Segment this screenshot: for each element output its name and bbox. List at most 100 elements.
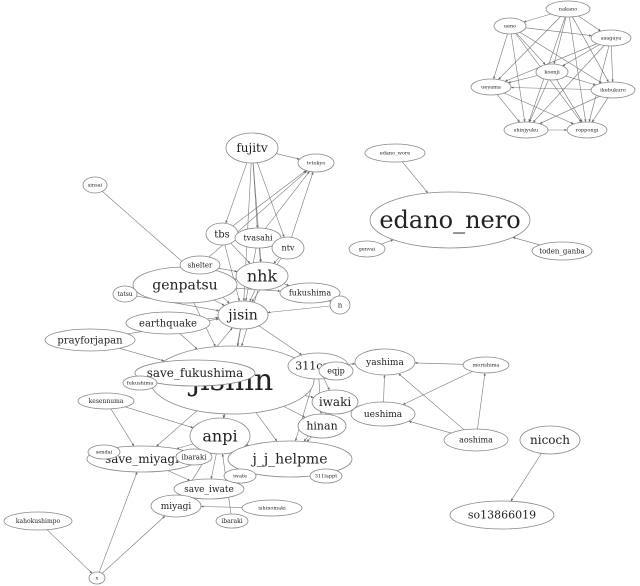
edge-asagaya-to-koenji xyxy=(562,44,600,67)
node-jisin[interactable]: jisin xyxy=(217,300,269,330)
node-morishima[interactable]: morishima xyxy=(462,356,510,374)
node-fukushima[interactable]: fukushima xyxy=(279,282,341,304)
node-ellipse xyxy=(279,282,341,304)
edge-earthquake-to-jishin xyxy=(179,333,198,350)
edge-jishin-to-hinan xyxy=(283,406,306,418)
edge-anpi-to-save_iwate xyxy=(210,453,217,480)
edge-bottom_node-to-miyagi xyxy=(101,515,166,574)
node-label: tbs xyxy=(214,229,230,240)
node-ellipse xyxy=(215,513,249,529)
node-ueyama[interactable]: ueyama xyxy=(470,78,512,96)
edge-anpi-to-save_miyagi xyxy=(176,443,194,450)
edge-tbs-to-nhk xyxy=(230,242,251,264)
node-ibaraki2[interactable]: ibaraki xyxy=(215,513,249,529)
edge-ishinomaki-to-miyagi xyxy=(200,505,243,508)
node-nicoch[interactable]: nicoch xyxy=(519,425,581,455)
node-label: tvtokyo xyxy=(307,161,326,167)
node-edano_nero[interactable]: edano_nero xyxy=(369,191,531,249)
node-ishinomaki[interactable]: ishinomaki xyxy=(241,499,303,517)
node-roppongi[interactable]: roppongi xyxy=(566,121,608,139)
node-label: morishima xyxy=(473,363,500,369)
node-bottom_node[interactable]: x xyxy=(88,571,106,585)
edge-tvasahi-to-tvtokyo xyxy=(265,171,310,229)
node-label: fukushima xyxy=(289,289,332,298)
node-label: anpi xyxy=(202,426,237,445)
node-nakano[interactable]: nakano xyxy=(545,0,591,18)
edge-genvai-to-edano_nero xyxy=(381,239,394,245)
node-anpi[interactable]: anpi xyxy=(189,417,251,455)
edge-kesennuma-to-save_miyagi xyxy=(110,408,135,447)
node-j_j_helpme[interactable]: j_j_helpme xyxy=(227,440,353,478)
node-save_iwate[interactable]: save_iwate xyxy=(173,478,245,500)
node-eqjp[interactable]: eqjp xyxy=(318,361,354,381)
node-sendai[interactable]: sendai xyxy=(87,444,121,460)
node-label: save_fukushima xyxy=(147,366,244,380)
node-fujitv[interactable]: fujitv xyxy=(225,132,279,164)
node-genpatsu[interactable]: genpatsu xyxy=(132,266,238,304)
node-ellipse xyxy=(271,236,305,260)
node-iwate[interactable]: iwate xyxy=(223,468,257,484)
edge-shelter-to-nhk xyxy=(218,268,238,273)
edge-aoshima-to-yashima xyxy=(398,373,465,431)
node-ellipse xyxy=(241,499,303,517)
node-311lapp[interactable]: 311lappt xyxy=(309,468,343,484)
node-ibaraki[interactable]: ibaraki xyxy=(175,448,213,466)
node-kesennuma[interactable]: kesennuma xyxy=(77,392,135,410)
node-ellipse xyxy=(179,255,221,275)
edge-ueno-to-koenji xyxy=(516,33,546,65)
node-label: miyagi xyxy=(161,502,192,512)
node-iwaki[interactable]: iwaki xyxy=(311,389,359,415)
edge-asagaya-to-akihabara xyxy=(611,45,614,83)
node-tbs[interactable]: tbs xyxy=(205,222,239,246)
node-ellipse xyxy=(134,359,256,387)
node-so13866019[interactable]: so13866019 xyxy=(449,500,555,530)
node-shelter[interactable]: shelter xyxy=(179,255,221,275)
node-yashima[interactable]: yashima xyxy=(354,348,416,376)
node-tatsu[interactable]: tatsu xyxy=(112,285,138,303)
node-ellipse xyxy=(309,468,343,484)
node-save_fukushima[interactable]: save_fukushima xyxy=(134,359,256,387)
node-edano_wore[interactable]: edano_wore xyxy=(364,143,426,163)
node-ellipse xyxy=(297,153,335,173)
node-miyagi[interactable]: miyagi xyxy=(150,494,202,518)
node-prayforjapan[interactable]: prayforjapan xyxy=(44,328,136,352)
node-hinan[interactable]: hinan xyxy=(297,413,347,439)
edge-earthquake-to-jisin xyxy=(206,316,219,320)
node-nhk[interactable]: nhk xyxy=(235,261,289,291)
node-ueshima[interactable]: ueshima xyxy=(350,401,416,427)
edge-nakano-to-ueno xyxy=(523,13,551,23)
node-label: edano_nero xyxy=(379,206,520,234)
node-kahokushimpo[interactable]: kahokushimpo xyxy=(3,511,73,531)
node-koenji[interactable]: koenji xyxy=(535,63,569,81)
node-asagaya[interactable]: asagaya xyxy=(590,29,632,47)
node-n[interactable]: n xyxy=(329,295,351,315)
node-ellipse xyxy=(3,511,73,531)
node-ellipse xyxy=(519,425,581,455)
node-ellipse xyxy=(493,17,527,35)
node-ellipse xyxy=(503,121,549,139)
node-aoshima[interactable]: aoshima xyxy=(443,428,509,452)
node-ellipse xyxy=(150,494,202,518)
edge-nakano-to-asagaya xyxy=(578,15,601,32)
edge-ueno-to-ueyama xyxy=(493,33,508,80)
node-label: iwate xyxy=(233,474,247,480)
node-ueno[interactable]: ueno xyxy=(493,17,527,35)
node-toden_ganba[interactable]: toden_ganba xyxy=(531,241,593,261)
node-ntv[interactable]: ntv xyxy=(271,236,305,260)
node-tvtokyo[interactable]: tvtokyo xyxy=(297,153,335,173)
node-genvai[interactable]: genvai xyxy=(348,240,386,258)
node-label: ueyama xyxy=(481,85,501,91)
node-label: genvai xyxy=(359,247,376,253)
node-ellipse xyxy=(354,348,416,376)
node-shinjyuku[interactable]: shinjyuku xyxy=(503,121,549,139)
node-fukushima2[interactable]: fukushima xyxy=(122,375,158,391)
node-earthquake[interactable]: earthquake xyxy=(125,311,211,335)
nodes-layer: jishinedano_neroanpij_j_helpmegenpatsunh… xyxy=(3,0,636,585)
node-ellipse xyxy=(82,176,108,194)
edge-prayforjapan-to-jishin xyxy=(119,348,165,362)
edge-morishima-to-ueshima xyxy=(402,371,473,405)
node-akihabara[interactable]: ikebukuro xyxy=(590,81,636,99)
edge-save_miyagi-to-save_iwate xyxy=(167,470,191,481)
node-sinsai[interactable]: sinsai xyxy=(82,176,108,194)
